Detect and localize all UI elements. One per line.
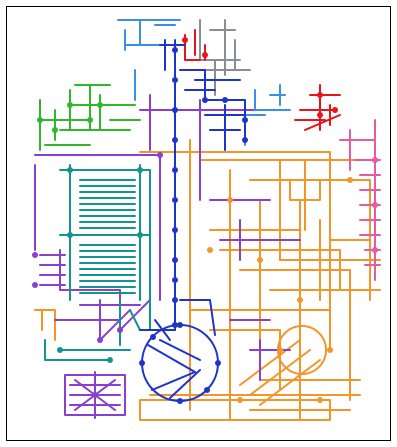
pink-lines bbox=[340, 120, 380, 280]
gray-lines bbox=[190, 20, 250, 95]
